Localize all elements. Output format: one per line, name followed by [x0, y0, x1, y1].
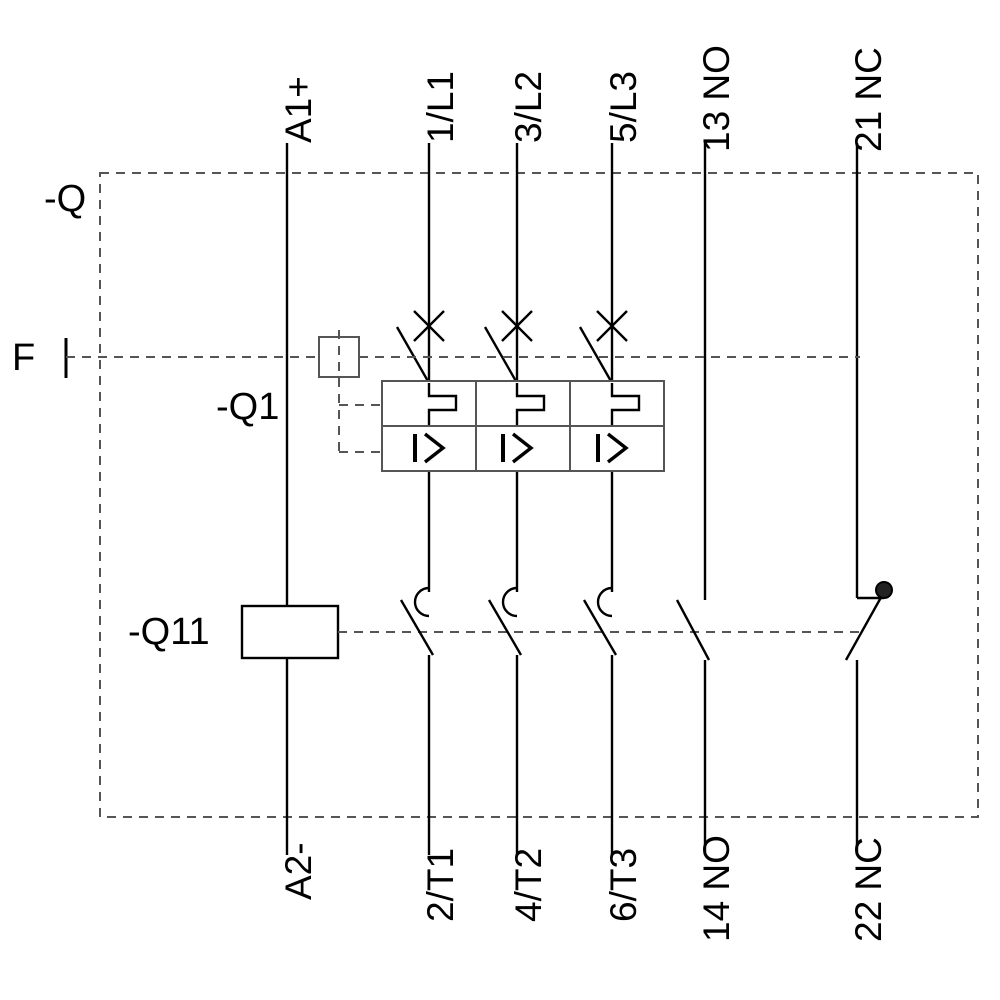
contactor-coil-box	[240, 604, 340, 660]
top-terminal-label-21-nc: 21 NC	[848, 47, 889, 152]
top-terminal-label-5-l3: 5/L3	[603, 70, 644, 143]
magnetic-release-symbol-group	[413, 432, 629, 464]
top-terminal-label-13-no: 13 NO	[696, 45, 737, 152]
aux-no-contact-blade	[675, 599, 711, 661]
top-terminal-label-a1-plus: A1+	[278, 76, 319, 143]
breaker-blade-group	[395, 326, 614, 384]
bottom-terminal-label-2-t1: 2/T1	[420, 847, 461, 922]
aux-nc-contact-blade	[844, 591, 886, 661]
main-contact-group	[399, 586, 618, 656]
top-terminal-label-1-l1: 1/L1	[420, 70, 461, 143]
release-block-q1	[381, 380, 665, 472]
bottom-terminal-label-14-no: 14 NO	[696, 835, 737, 942]
bottom-terminal-label-6-t3: 6/T3	[603, 847, 644, 922]
enclosure-label: -Q	[44, 178, 87, 220]
bottom-terminal-label-4-t2: 4/T2	[508, 847, 549, 922]
coil-label: -Q11	[128, 611, 210, 653]
bottom-terminal-label-a2-minus: A2-	[278, 842, 319, 900]
release-block-label: -Q1	[216, 386, 280, 428]
enclosure-boundary	[99, 172, 979, 818]
top-terminal-label-3-l2: 3/L2	[508, 70, 549, 143]
aux-nc-pivot-dot-icon	[875, 581, 893, 599]
test-link-label: F	[12, 337, 36, 379]
disconnect-cross-icon-group	[413, 310, 628, 342]
thermal-release-symbol-group	[427, 383, 641, 425]
bottom-terminal-label-22-nc: 22 NC	[848, 837, 889, 942]
